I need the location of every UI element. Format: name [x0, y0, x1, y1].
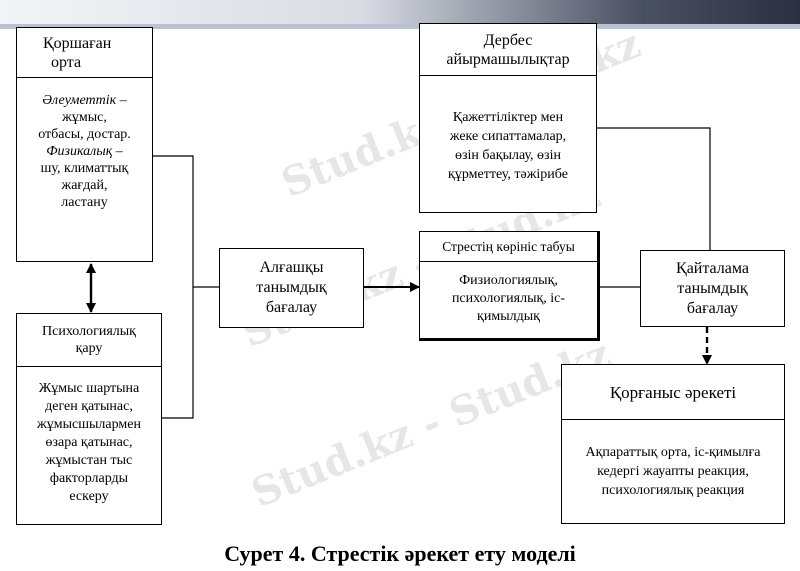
personal-differences-body: Қажеттіліктер мен жеке сипаттамалар, өзі…: [448, 110, 568, 182]
reappraisal-box: Қайталама танымдық бағалау: [640, 250, 785, 327]
physical-term: Физикалық: [46, 144, 113, 159]
stress-manifestation-title: Стрестің көрініс табуы: [420, 232, 597, 262]
figure-caption: Сурет 4. Стрестік әрекет ету моделі: [224, 541, 576, 566]
environment-body: Әлеуметтік – жұмыс, отбасы, достар. Физи…: [38, 93, 131, 210]
social-term: Әлеуметтік: [42, 93, 117, 108]
stress-manifestation-body: Физиологиялық, психологиялық, іс- қимылд…: [451, 273, 566, 324]
environment-title: Қоршаған орта: [17, 28, 152, 78]
reappraisal-body: Қайталама танымдық бағалау: [676, 259, 749, 317]
primary-appraisal-body: Алғашқы танымдық бағалау: [256, 259, 327, 316]
slide-top-bar: [0, 0, 800, 24]
defense-action-box: Қорғаныс әрекеті Ақпараттық орта, іс-қим…: [561, 364, 785, 524]
stress-manifestation-box: Стрестің көрініс табуы Физиологиялық, пс…: [419, 231, 600, 341]
psych-attitude-title: Психологиялық қару: [17, 314, 161, 367]
psych-attitude-box: Психологиялық қару Жұмыс шартына деген қ…: [16, 313, 162, 525]
environment-box: Қоршаған орта Әлеуметтік – жұмыс, отбасы…: [16, 27, 153, 262]
slide-top-stripe: [0, 24, 800, 29]
personal-differences-box: Дербес айырмашылықтар Қажеттіліктер мен …: [419, 23, 597, 213]
psych-attitude-body: Жұмыс шартына деген қатынас, жұмысшыларм…: [37, 381, 141, 504]
defense-action-body: Ақпараттық орта, іс-қимылға кедергі жауа…: [585, 445, 761, 498]
defense-action-title: Қорғаныс әрекеті: [562, 365, 784, 420]
personal-differences-title: Дербес айырмашылықтар: [420, 24, 596, 76]
connector-personal-to-reappraisal: [597, 127, 711, 250]
primary-appraisal-box: Алғашқы танымдық бағалау: [219, 248, 364, 328]
